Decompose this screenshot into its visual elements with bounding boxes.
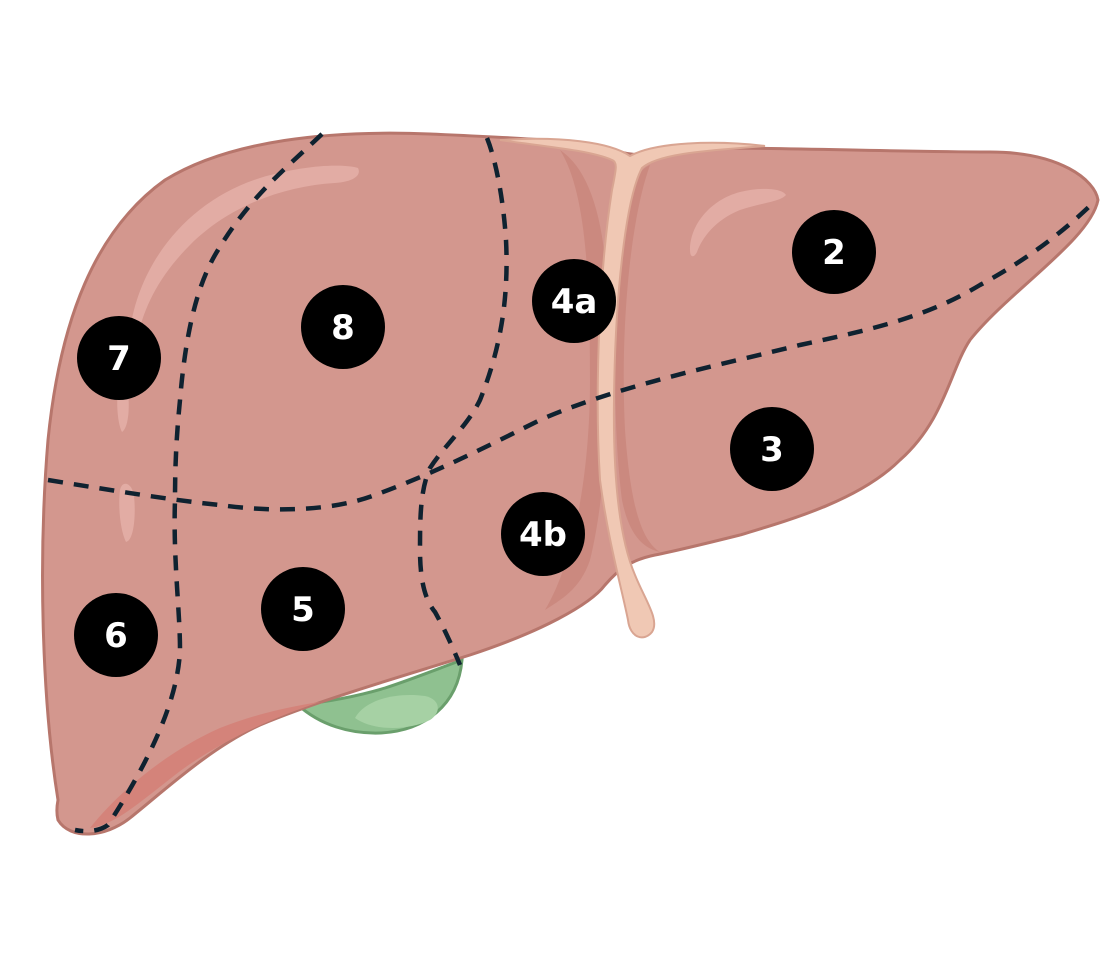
segment-marker-circle [301,285,385,369]
segment-marker-label: 3 [760,430,784,470]
liver-outline [41,131,1100,836]
segment-marker-circle [792,210,876,294]
segment-marker-4b: 4b [501,492,585,576]
segment-marker-circle [532,259,616,343]
segment-marker-label: 7 [107,339,131,379]
segment-marker-circle [730,407,814,491]
gallbladder [294,657,464,735]
divider-7-8 [74,132,324,834]
liver [41,131,1100,836]
gallbladder-highlight [355,694,438,728]
segment-marker-4a: 4a [532,259,616,343]
left-lobe-shading [615,165,660,552]
falciform-ligament [499,137,766,639]
segment-marker-circle [77,316,161,400]
left-lobe-highlight [690,188,786,257]
segment-dividers [47,132,1095,834]
segment-marker-circle [74,593,158,677]
segment-marker-circle [261,567,345,651]
segment-marker-2: 2 [792,210,876,294]
segment-marker-6: 6 [74,593,158,677]
liver-highlight-lower [119,483,135,542]
segment-marker-8: 8 [301,285,385,369]
segment-marker-label: 2 [822,233,846,273]
segment-marker-label: 4a [551,282,598,322]
segment-marker-label: 8 [331,308,355,348]
segment-marker-label: 4b [519,515,567,555]
segment-marker-3: 3 [730,407,814,491]
segment-markers: 2 3 4a 4b 5 6 7 8 [74,210,876,677]
segment-marker-7: 7 [77,316,161,400]
liver-underside [90,702,320,828]
segment-marker-label: 6 [104,616,128,656]
segment-marker-circle [501,492,585,576]
segment-marker-5: 5 [261,567,345,651]
segment-marker-label: 5 [291,590,315,630]
liver-highlight-top [129,165,359,342]
